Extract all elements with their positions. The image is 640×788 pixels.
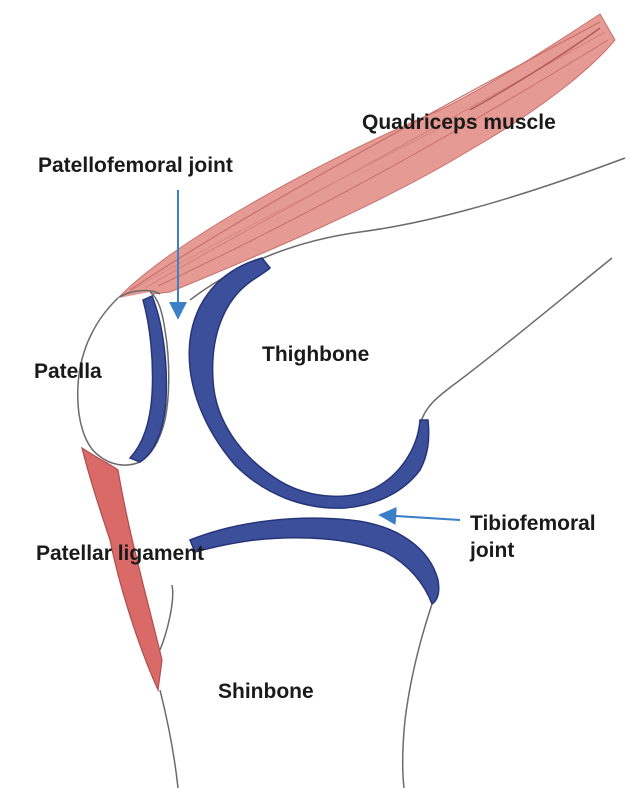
label-quadriceps-muscle: Quadriceps muscle: [362, 111, 556, 134]
patellar-ligament: [82, 448, 162, 690]
label-tibiofemoral-line1: Tibiofemoral: [470, 512, 596, 535]
label-thighbone: Thighbone: [262, 343, 369, 366]
label-tibiofemoral-line2: joint: [469, 539, 514, 562]
label-patellofemoral-joint: Patellofemoral joint: [38, 154, 233, 177]
label-patellar-ligament: Patellar ligament: [36, 542, 204, 565]
thighbone-cartilage: [189, 258, 428, 508]
tibiofemoral-arrow: [380, 515, 460, 520]
label-shinbone: Shinbone: [218, 680, 314, 703]
label-patella: Patella: [34, 360, 102, 383]
shinbone-cartilage: [190, 518, 439, 604]
